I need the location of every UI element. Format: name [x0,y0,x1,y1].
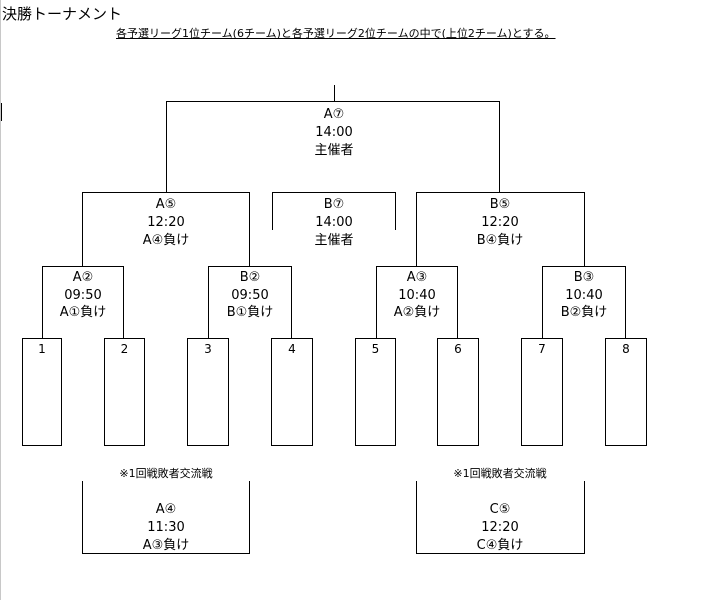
quarterfinal-4-leg-r [625,266,626,338]
consolation-left-label: ※1回戦敗者交流戦 [119,467,213,480]
third-place-host: 主催者 [314,233,354,248]
semifinal-right-bar [416,192,585,193]
page-subtitle: 各予選リーグ1位チーム(6チーム)と各予選リーグ2位チームの中で(上位2チーム)… [116,27,556,40]
quarterfinal-4-leg-l [542,266,543,338]
quarterfinal-3-leg-l [376,266,377,338]
consolation-left-leg-l [82,481,83,554]
sheet-edge [0,0,1,600]
consolation-left-game: A④ [155,502,177,517]
team-number: 7 [538,342,546,356]
third-place-leg-l [272,192,273,230]
team-slot-6: 6 [437,338,479,446]
consolation-left-bar [82,553,250,554]
third-place-bar [272,192,396,193]
team-number: 5 [371,342,380,356]
semifinal-left-leg-r [249,192,250,266]
team-slot-5: 5 [355,338,396,446]
quarterfinal-2-game: B② [239,270,261,285]
quarterfinal-3-note: A②負け [393,305,441,320]
team-number: 2 [120,342,129,356]
third-place-game: B⑦ [323,197,345,212]
team-slot-4: 4 [271,338,313,446]
team-number: 6 [454,342,462,356]
quarterfinal-4-bar [542,266,626,267]
quarterfinal-1-game: A② [72,270,94,285]
final-bar [166,101,500,102]
quarterfinal-2-note: B①負け [226,305,274,320]
team-slot-3: 3 [187,338,229,446]
consolation-right-note: C④負け [476,538,524,553]
semifinal-right-leg-r [584,192,585,266]
semifinal-left-time: 12:20 [147,215,185,230]
semifinal-right-leg-l [416,192,417,266]
quarterfinal-1-time: 09:50 [64,288,102,303]
final-host: 主催者 [314,143,354,158]
consolation-right-time: 12:20 [481,520,519,535]
team-number: 3 [204,342,212,356]
team-number: 8 [622,342,630,356]
third-place-leg-r [395,192,396,230]
page-title: 決勝トーナメント [2,5,123,23]
semifinal-left-note: A④負け [142,233,190,248]
semifinal-left-bar [82,192,250,193]
semifinal-right-time: 12:20 [481,215,519,230]
consolation-right-leg-r [584,481,585,554]
quarterfinal-3-bar [376,266,458,267]
final-left-leg [166,101,167,192]
semifinal-right-note: B④負け [476,233,524,248]
final-right-leg [499,101,500,192]
team-slot-2: 2 [104,338,145,446]
third-place-time: 14:00 [315,215,353,230]
quarterfinal-4-time: 10:40 [565,288,603,303]
quarterfinal-1-leg-r [123,266,124,338]
consolation-left-time: 11:30 [147,520,185,535]
semifinal-left-leg-l [82,192,83,266]
quarterfinal-4-note: B②負け [560,305,608,320]
quarterfinal-1-leg-l [42,266,43,338]
semifinal-right-game: B⑤ [489,197,511,212]
quarterfinal-1-bar [42,266,124,267]
champion-line [334,85,335,102]
quarterfinal-2-leg-r [291,266,292,338]
edge-mark [1,103,2,121]
team-number: 1 [38,342,46,356]
quarterfinal-2-time: 09:50 [231,288,269,303]
consolation-right-leg-l [416,481,417,554]
team-slot-8: 8 [605,338,647,446]
quarterfinal-3-game: A③ [406,270,428,285]
final-game: A⑦ [323,107,345,122]
consolation-right-label: ※1回戦敗者交流戦 [453,467,547,480]
consolation-left-leg-r [249,481,250,554]
consolation-right-game: C⑤ [489,502,511,517]
semifinal-left-game: A⑤ [155,197,177,212]
consolation-left-note: A③負け [142,538,190,553]
quarterfinal-3-time: 10:40 [398,288,436,303]
final-time: 14:00 [315,125,353,140]
team-number: 4 [288,342,296,356]
team-slot-1: 1 [22,338,62,446]
quarterfinal-4-game: B③ [573,270,595,285]
quarterfinal-3-leg-r [457,266,458,338]
quarterfinal-2-bar [208,266,292,267]
team-slot-7: 7 [521,338,563,446]
consolation-right-bar [416,553,585,554]
quarterfinal-2-leg-l [208,266,209,338]
quarterfinal-1-note: A①負け [59,305,107,320]
